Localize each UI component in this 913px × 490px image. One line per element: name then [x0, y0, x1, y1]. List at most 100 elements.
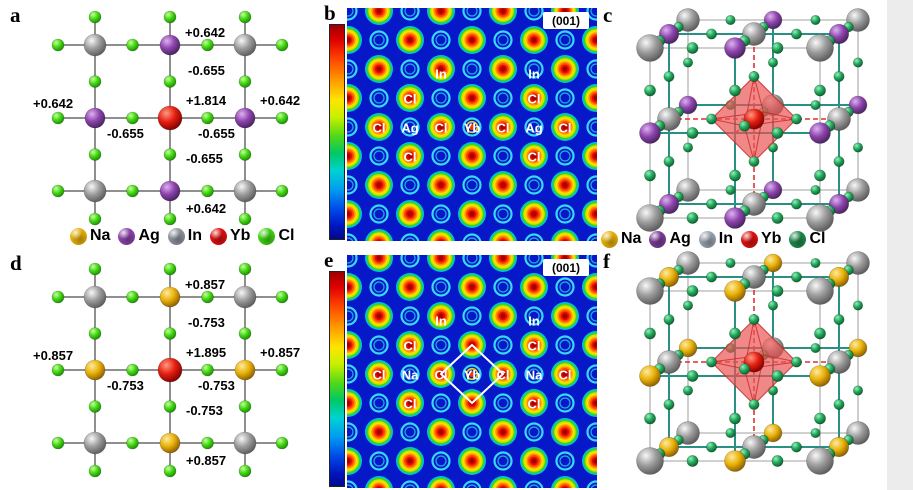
cl-atom [686, 127, 699, 139]
ring [347, 233, 358, 241]
ring [528, 63, 540, 75]
na-atom [678, 338, 698, 358]
ring [404, 121, 416, 133]
ring [590, 63, 597, 75]
cl-atom [238, 327, 252, 340]
contour-ring [377, 240, 381, 241]
cl-density-blob [347, 84, 362, 112]
ring [528, 368, 540, 380]
cl-density-blob [582, 273, 597, 301]
metal-site-ring [586, 117, 597, 137]
cl-atom [126, 38, 139, 52]
cl-density-blob [551, 171, 579, 199]
legend-item-ag: Ag [649, 230, 691, 248]
ring [431, 451, 451, 471]
ring [435, 397, 447, 409]
metal-site-ring [462, 59, 482, 79]
contour-ring [376, 313, 382, 319]
contour-ring [593, 211, 597, 217]
ring [524, 480, 544, 488]
ring [528, 8, 540, 17]
metal-site-ring [347, 175, 358, 195]
cl-density-blob [458, 273, 486, 301]
cl-atom [88, 75, 102, 88]
contour-ring [376, 429, 382, 435]
ring [590, 484, 597, 488]
metal-site-ring [347, 8, 358, 21]
cl-density-blob [365, 476, 393, 488]
na-atom-icon [601, 230, 618, 248]
cl-density-blob [582, 200, 597, 228]
contour-ring [531, 284, 537, 290]
cl-atom [163, 75, 177, 88]
ring [435, 455, 447, 467]
cl-density-blob [582, 331, 597, 359]
legend-label: Cl [809, 230, 826, 247]
unit-cell-outline [439, 343, 505, 405]
cl-density-blob [347, 273, 362, 301]
ring [559, 150, 571, 162]
metal-site-ring [524, 255, 544, 268]
cl-atom [275, 184, 289, 198]
cl-density-blob [427, 171, 455, 199]
ring [497, 34, 509, 46]
ring [559, 339, 571, 351]
ring [493, 146, 513, 166]
ring [528, 255, 540, 264]
ring [586, 255, 597, 268]
contour-ring [531, 458, 537, 464]
colorbar-e [329, 271, 345, 487]
ring [347, 368, 354, 380]
cl-atom [686, 212, 699, 224]
ring [400, 364, 420, 384]
metal-site-ring [586, 255, 597, 268]
ring [493, 204, 513, 224]
cl-density-blob [458, 26, 486, 54]
ring [369, 204, 389, 224]
cl-density-blob [347, 389, 362, 417]
cl-atom [771, 455, 784, 467]
cl-density-blob [489, 229, 517, 241]
ring [400, 422, 420, 442]
legend-item-yb: Yb [210, 227, 250, 245]
ring [466, 8, 478, 17]
crystal-3d-panels [636, 8, 870, 475]
panel-label-f: f [603, 249, 610, 273]
metal-site-ring [586, 233, 597, 241]
ring [431, 393, 451, 413]
ring [493, 393, 513, 413]
metal-site-ring [347, 306, 358, 326]
metal-site-ring [586, 422, 597, 442]
contour-ring [469, 284, 475, 290]
ring [524, 255, 544, 268]
cl-atom [682, 385, 694, 396]
map-label-yb: Yb [464, 368, 481, 383]
in-atom [636, 204, 664, 232]
ring [466, 237, 478, 241]
ring [497, 208, 509, 220]
contour-ring [407, 211, 413, 217]
cl-atom [88, 262, 102, 276]
ring [400, 306, 420, 326]
cl-atom [51, 38, 65, 52]
ring [493, 335, 513, 355]
in-atom [806, 277, 834, 305]
na-atom-icon [70, 227, 87, 245]
cl-atom [644, 327, 656, 340]
ring [590, 426, 597, 438]
cl-atom [275, 38, 289, 52]
cl-atom [791, 441, 802, 453]
contour-ring [500, 255, 506, 261]
metal-site-ring [493, 451, 513, 471]
metal-site-ring [462, 117, 482, 137]
contour-ring [347, 95, 351, 101]
contour-ring [437, 238, 445, 241]
ring [497, 339, 509, 351]
map-label-na: Na [526, 368, 543, 383]
ring [586, 480, 597, 488]
metal-site-ring [431, 277, 451, 297]
cl-density-blob [551, 360, 579, 388]
cl-atom [833, 156, 845, 167]
